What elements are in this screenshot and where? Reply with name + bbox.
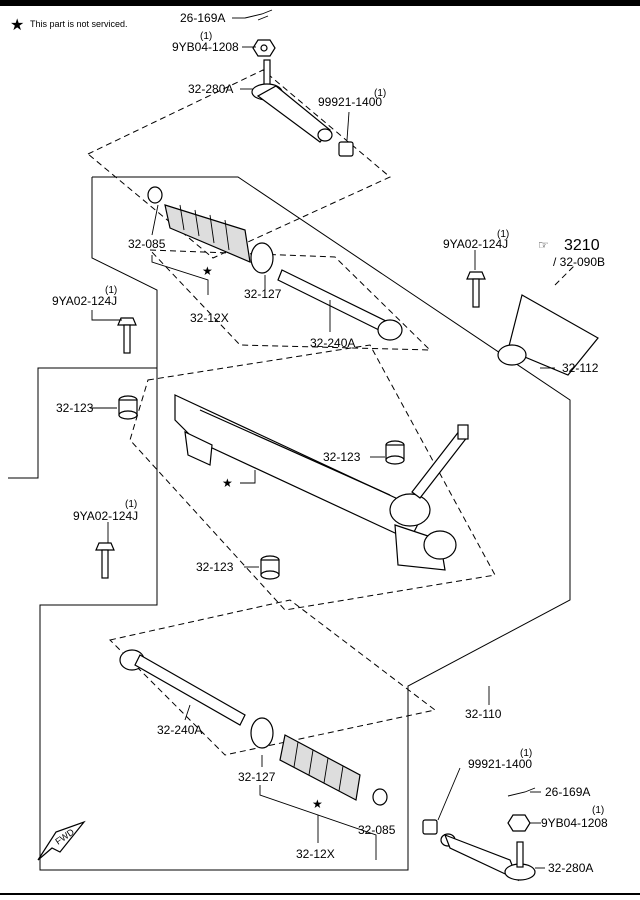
dashed-outline-rack <box>129 344 496 611</box>
top-nut <box>252 39 276 57</box>
upper-boot-ring <box>250 242 274 274</box>
label-9YA02-right: 9YA02-124J <box>443 237 508 251</box>
dashed-outline-lower <box>109 599 437 756</box>
pinion-shaft <box>411 424 469 499</box>
star-icon: ★ <box>222 476 233 490</box>
steering-boot-32-112 <box>497 294 599 376</box>
label-32-240A-lower: 32-240A <box>157 723 202 737</box>
fwd-arrow-icon: FWD <box>37 820 86 861</box>
upper-clamp <box>147 186 163 204</box>
label-32-280A-top: 32-280A <box>188 82 233 96</box>
label-9YB04-bot: 9YB04-1208 <box>541 816 608 830</box>
upper-boot <box>164 204 251 263</box>
label-9YA02-qty-low: (1) <box>125 499 137 510</box>
label-26-169A-bot: 26-169A <box>545 785 590 799</box>
steering-rack-housing <box>174 394 457 571</box>
label-9YA02-qty-right: (1) <box>497 229 509 240</box>
lower-left-bolt <box>95 542 115 579</box>
label-32-112: 32-112 <box>562 361 599 375</box>
label-32-12X-lower: 32-12X <box>296 847 335 861</box>
lower-tie-rod <box>119 649 246 726</box>
bottom-border <box>0 893 640 895</box>
lower-bush <box>260 555 280 580</box>
star-icon: ★ <box>312 797 323 811</box>
label-32-123-left: 32-123 <box>56 401 94 415</box>
label-99921-top: 99921-1400 <box>318 95 382 109</box>
label-9YA02-left: 9YA02-124J <box>52 294 117 308</box>
label-32-085-lower: 32-085 <box>358 823 396 837</box>
label-32-12X-upper: 32-12X <box>190 311 229 325</box>
leader-lines <box>90 17 576 869</box>
label-99921-bot: 99921-1400 <box>468 757 532 771</box>
assembly-outline-32-110 <box>8 176 571 871</box>
label-32-280A-bot: 32-280A <box>548 861 593 875</box>
right-bolt <box>466 271 486 308</box>
bottom-nut <box>507 814 531 832</box>
label-9YB04-qty-top: (1) <box>200 31 212 42</box>
label-9YA02-qty-left: (1) <box>105 285 117 296</box>
lower-boot-ring <box>250 717 274 749</box>
label-9YA02-low: 9YA02-124J <box>73 509 138 523</box>
bottom-cotter-pin <box>507 787 536 797</box>
left-bush <box>118 395 138 420</box>
label-32-123-low: 32-123 <box>196 560 234 574</box>
upper-tie-rod <box>277 269 403 341</box>
label-32-085-upper: 32-085 <box>128 237 166 251</box>
lower-boot <box>279 734 361 801</box>
label-9YB04-qty-bot: (1) <box>592 805 604 816</box>
assembly-outline-left-bracket <box>91 177 158 368</box>
label-3210: 3210 <box>564 237 600 254</box>
bottom-tie-rod-end <box>440 833 536 882</box>
lower-clamp <box>372 788 388 806</box>
label-32-240A-upper: 32-240A <box>310 336 355 350</box>
label-99921-qty-bot: (1) <box>520 748 532 759</box>
star-icon: ★ <box>10 17 24 34</box>
star-icon: ★ <box>202 264 213 278</box>
label-32-127-upper: 32-127 <box>244 287 282 301</box>
left-bolt <box>117 317 137 354</box>
mid-bush <box>385 440 405 465</box>
label-32-123-mid: 32-123 <box>323 450 361 464</box>
dashed-outline-upper-tie-rod <box>87 69 391 259</box>
top-border <box>0 0 640 6</box>
label-32-127-lower: 32-127 <box>238 770 276 784</box>
pointing-hand-icon: ☞ <box>538 238 549 252</box>
label-99921-qty-top: (1) <box>374 88 386 99</box>
label-32-090B: / 32-090B <box>553 255 605 269</box>
label-32-110: 32-110 <box>465 707 502 721</box>
label-26-169A-top: 26-169A <box>180 11 225 25</box>
label-9YB04-top: 9YB04-1208 <box>172 40 239 54</box>
not-serviced-note: This part is not serviced. <box>30 19 128 29</box>
top-cotter-pin <box>244 9 273 21</box>
bottom-bushing-99921 <box>422 819 438 835</box>
top-bushing-99921 <box>338 141 354 157</box>
top-tie-rod-end <box>251 59 333 143</box>
